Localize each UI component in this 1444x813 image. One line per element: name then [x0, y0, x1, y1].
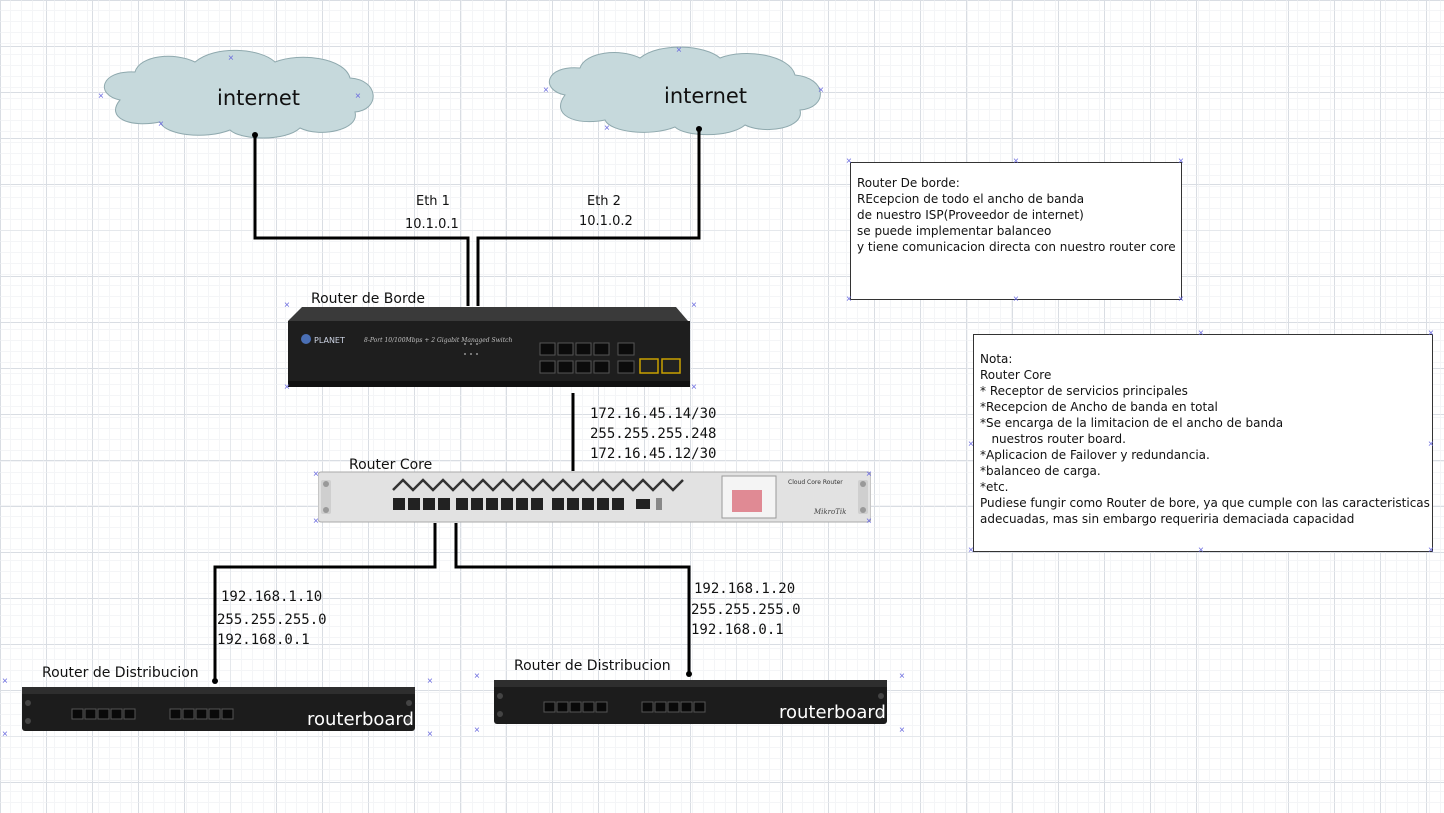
dist1-gateway: 192.168.0.1: [217, 632, 310, 648]
dist-router-1-device[interactable]: routerboard: [22, 683, 415, 733]
handle-icon: ×: [284, 382, 290, 393]
note-border-line-1: REcepcion de todo el ancho de banda: [857, 192, 1085, 206]
handle-icon: ×: [313, 469, 319, 480]
handle-icon: ×: [2, 676, 8, 687]
note-core-line-3: *Recepcion de Ancho de banda en total: [980, 400, 1218, 414]
cloud-shape-1: [103, 49, 374, 139]
handle-icon: ×: [691, 300, 697, 311]
handle-icon: ×: [2, 729, 8, 740]
handle-icon: ×: [1178, 156, 1184, 167]
dist2-mask: 255.255.255.0: [691, 602, 801, 618]
note-core-line-7: *balanceo de carga.: [980, 464, 1101, 478]
cloud-shape-2: [548, 46, 821, 136]
routerboard-icon-2: routerboard: [494, 680, 887, 724]
dist-router-1-label: Router de Distribucion: [42, 665, 199, 681]
handle-icon: ×: [1013, 156, 1019, 167]
note-core-line-9: Pudiese fungir como Router de bore, ya q…: [980, 496, 1430, 510]
note-border-line-0: Router De borde:: [857, 176, 960, 190]
core-model: Cloud Core Router: [788, 479, 843, 486]
dist2-link-extra: 255.255.255.0 192.168.0.1: [691, 600, 801, 640]
handle-icon: ×: [866, 516, 872, 527]
note-border-line-2: de nuestro ISP(Proveedor de internet): [857, 208, 1084, 222]
note-border-line-4: y tiene comunicacion directa con nuestro…: [857, 240, 1176, 254]
cloud-label-2: internet: [664, 84, 748, 108]
eth2-ip: 10.1.0.2: [579, 214, 633, 229]
handle-icon: ×: [284, 300, 290, 311]
note-core-line-5: nuestros router board.: [980, 432, 1126, 446]
handle-icon: ×: [228, 53, 234, 64]
dist2-ip: 192.168.1.20: [694, 581, 796, 597]
handle-icon: ×: [427, 729, 433, 740]
eth1-label: Eth 1: [416, 194, 450, 209]
core-link-network: 172.16.45.12/30: [590, 446, 717, 462]
note-core-line-4: *Se encarga de la limitacion de el ancho…: [980, 416, 1284, 430]
handle-icon: ×: [676, 45, 682, 56]
core-brand: MikroTik: [813, 508, 846, 516]
note-core-line-1: Router Core: [980, 368, 1052, 382]
core-link-ip: 172.16.45.14/30: [590, 406, 717, 422]
core-link-mask: 255.255.255.248: [590, 426, 717, 442]
dist2-gateway: 192.168.0.1: [691, 622, 784, 638]
border-router-note[interactable]: Router De borde: REcepcion de todo el an…: [850, 162, 1182, 300]
handle-icon: ×: [1178, 294, 1184, 305]
routerboard-brand-2: routerboard: [779, 702, 886, 723]
dist1-ip: 192.168.1.10: [221, 589, 323, 605]
note-core-line-6: *Aplicacion de Failover y redundancia.: [980, 448, 1210, 462]
note-core-line-0: Nota:: [980, 352, 1013, 366]
handle-icon: ×: [1013, 294, 1019, 305]
handle-icon: ×: [846, 294, 852, 305]
handle-icon: ×: [474, 725, 480, 736]
border-router-label: Router de Borde: [311, 291, 425, 307]
dist1-mask: 255.255.255.0: [217, 612, 327, 628]
handle-icon: ×: [1198, 545, 1204, 556]
dist1-link-info: 192.168.1.10: [221, 587, 322, 607]
core-link-info: 172.16.45.14/30 255.255.255.248 172.16.4…: [590, 404, 716, 464]
note-core-line-8: *etc.: [980, 480, 1009, 494]
handle-icon: ×: [1198, 328, 1204, 339]
eth1-ip: 10.1.0.1: [405, 217, 459, 232]
core-router-note[interactable]: Nota: Router Core * Receptor de servicio…: [973, 334, 1433, 552]
eth2-label: Eth 2: [587, 194, 621, 209]
switch-model: 8-Port 10/100Mbps + 2 Gigabit Managed Sw…: [364, 337, 512, 344]
handle-icon: ×: [1428, 545, 1434, 556]
dist2-link-info: 192.168.1.20: [694, 579, 795, 599]
dist1-link-extra: 255.255.255.0 192.168.0.1: [217, 610, 327, 650]
cloud-label-1: internet: [217, 86, 301, 110]
dist-router-2-label: Router de Distribucion: [514, 658, 671, 674]
handle-icon: ×: [355, 91, 361, 102]
dist-router-2-device[interactable]: routerboard: [494, 676, 887, 726]
handle-icon: ×: [968, 545, 974, 556]
switch-brand: PLANET: [314, 336, 345, 345]
note-border-line-3: se puede implementar balanceo: [857, 224, 1052, 238]
handle-icon: ×: [818, 85, 824, 96]
switch-icon: PLANET 8-Port 10/100Mbps + 2 Gigabit Man…: [288, 307, 690, 387]
handle-icon: ×: [899, 671, 905, 682]
border-router-device[interactable]: PLANET 8-Port 10/100Mbps + 2 Gigabit Man…: [288, 307, 690, 387]
handle-icon: ×: [427, 676, 433, 687]
handle-icon: ×: [866, 469, 872, 480]
core-router-label: Router Core: [349, 457, 433, 473]
handle-icon: ×: [846, 156, 852, 167]
handle-icon: ×: [691, 382, 697, 393]
note-core-line-10: adecuadas, mas sin embargo requeriria de…: [980, 512, 1355, 526]
handle-icon: ×: [543, 85, 549, 96]
core-router-device[interactable]: Cloud Core Router MikroTik: [317, 470, 872, 524]
handle-icon: ×: [158, 119, 164, 130]
rack-router-icon: Cloud Core Router MikroTik: [317, 471, 872, 523]
handle-icon: ×: [968, 439, 974, 450]
handle-icon: ×: [899, 725, 905, 736]
handle-icon: ×: [1428, 439, 1434, 450]
handle-icon: ×: [98, 91, 104, 102]
routerboard-icon-1: routerboard: [22, 687, 415, 731]
handle-icon: ×: [313, 516, 319, 527]
routerboard-brand-1: routerboard: [307, 709, 414, 730]
handle-icon: ×: [474, 671, 480, 682]
handle-icon: ×: [604, 123, 610, 134]
note-core-line-2: * Receptor de servicios principales: [980, 384, 1188, 398]
handle-icon: ×: [1428, 328, 1434, 339]
